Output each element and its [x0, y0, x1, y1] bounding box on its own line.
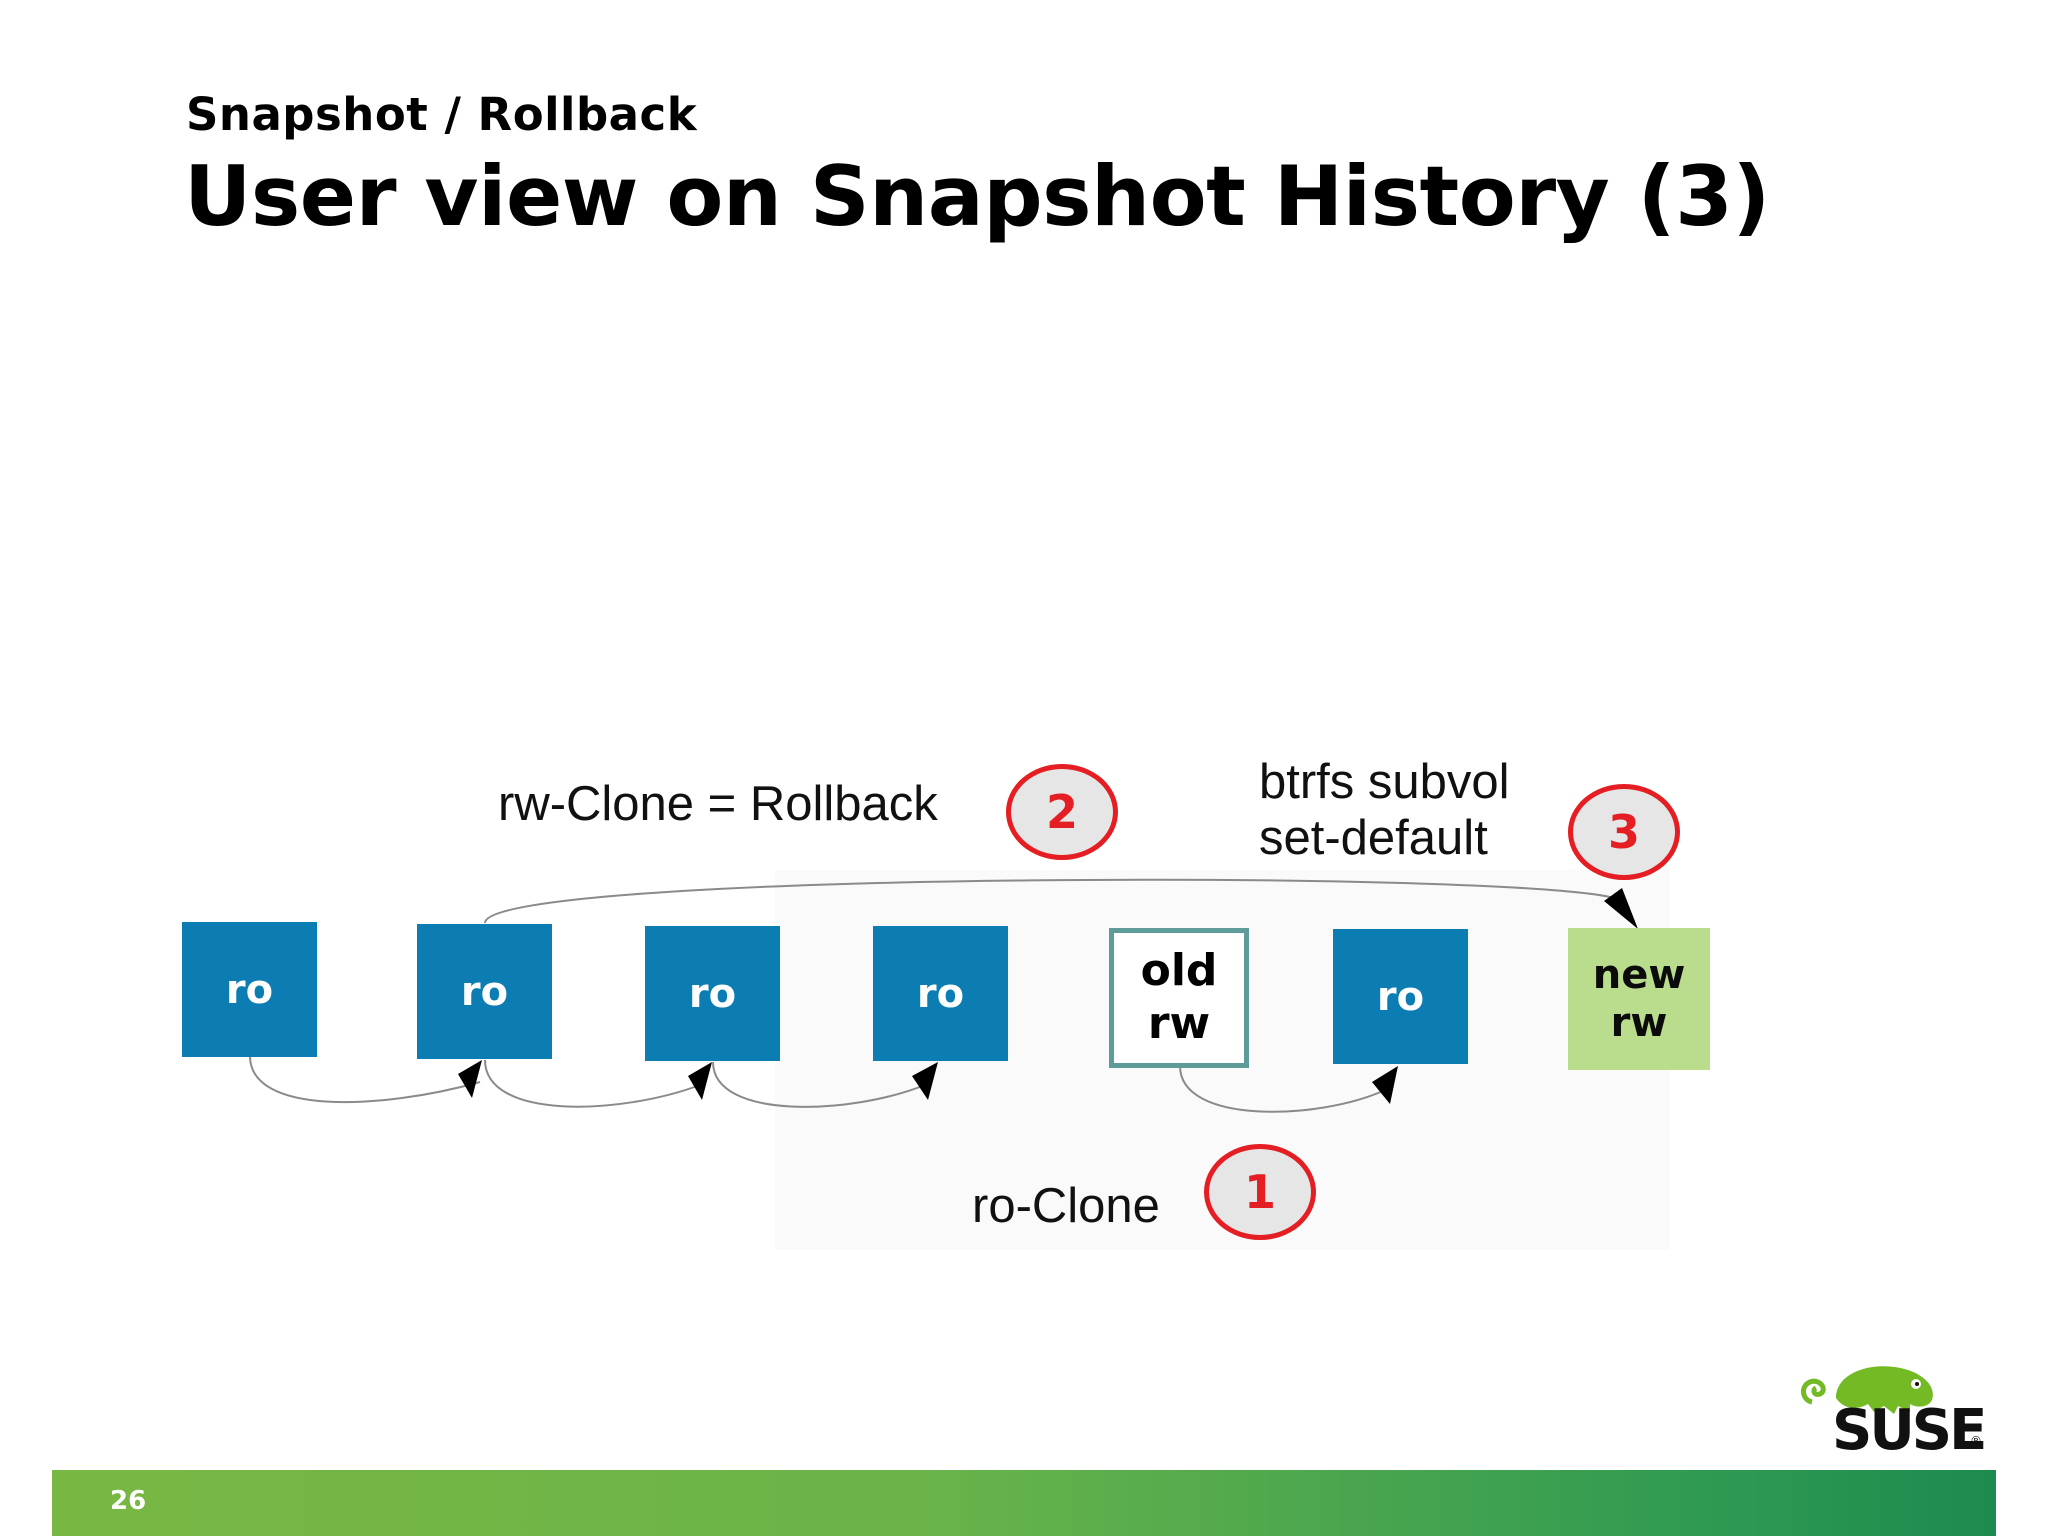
page-number: 26 [110, 1486, 147, 1516]
arrowhead-ro3 [688, 1062, 712, 1100]
arrowhead-ro4 [912, 1062, 938, 1100]
suse-chameleon-logo [1801, 1366, 1933, 1414]
step-badge-2: 2 [1006, 764, 1118, 860]
registered-mark: ® [1970, 1434, 1982, 1448]
arrow-ro2-to-ro3 [484, 1059, 701, 1108]
snapshot-ro-5: ro [1333, 929, 1468, 1064]
rw-clone-label: rw-Clone = Rollback [498, 777, 938, 831]
slide-title: User view on Snapshot History (3) [184, 148, 1770, 245]
suse-logo-text: SUSE [1832, 1398, 1987, 1463]
arrowhead-ro2 [458, 1060, 482, 1098]
arrowhead-newrw [1604, 888, 1638, 929]
ro-clone-label: ro-Clone [972, 1179, 1160, 1233]
arrow-oldrw-to-ro5 [1179, 1065, 1386, 1113]
snapshot-ro-1: ro [182, 922, 317, 1057]
snapshot-ro-2: ro [417, 924, 552, 1059]
slide-subtitle: Snapshot / Rollback [186, 88, 698, 141]
arrow-ro2-to-newrw [484, 878, 1621, 924]
arrow-ro3-to-ro4 [712, 1061, 926, 1108]
arrow-ro1-to-ro2 [249, 1055, 481, 1104]
step-badge-1: 1 [1204, 1144, 1316, 1240]
snapshot-ro-3: ro [645, 926, 780, 1061]
step-badge-3: 3 [1568, 784, 1680, 880]
footer-bar [52, 1470, 1996, 1536]
snapshot-ro-4: ro [873, 926, 1008, 1061]
arrowhead-ro5 [1372, 1066, 1398, 1104]
